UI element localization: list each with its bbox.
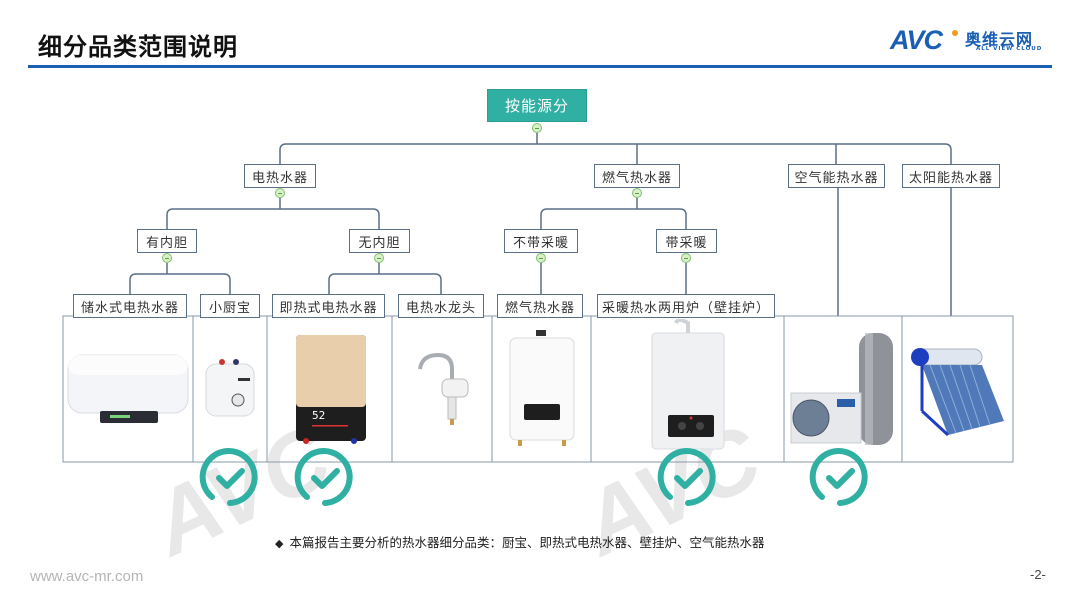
- product-image-solar: [902, 316, 1013, 462]
- logo-dot-icon: [952, 30, 958, 36]
- collapse-toggle-icon[interactable]: [681, 253, 691, 263]
- node-electric-water-heater[interactable]: 电热水器: [244, 164, 316, 188]
- check-icon-wall-boiler: [657, 448, 716, 506]
- connector-electric-bar: [166, 208, 380, 229]
- node-instant-electric[interactable]: 即热式电热水器: [272, 294, 385, 318]
- check-icon-instant-heater: [294, 448, 353, 506]
- analysis-scope-note: ◆ 本篇报告主要分析的热水器细分品类：厨宝、即热式电热水器、壁挂炉、空气能热水器: [275, 532, 764, 551]
- connector-gas-bar: [540, 208, 687, 229]
- collapse-toggle-icon[interactable]: [536, 253, 546, 263]
- node-wall-hung-boiler[interactable]: 采暖热水两用炉（壁挂炉）: [597, 294, 775, 318]
- node-with-heating[interactable]: 带采暖: [656, 229, 717, 253]
- logo-english: ALL VIEW CLOUD: [976, 46, 1043, 52]
- collapse-toggle-icon[interactable]: [532, 123, 542, 133]
- logo-letters: AVC: [890, 25, 943, 55]
- svg-text:52: 52: [312, 409, 325, 422]
- check-icon-air-source: [809, 448, 868, 506]
- product-image-instant-heater: 52: [267, 316, 392, 462]
- node-kitchen-heater[interactable]: 小厨宝: [200, 294, 260, 318]
- node-gas-water-heater[interactable]: 燃气热水器: [594, 164, 680, 188]
- title-divider: [28, 65, 1052, 68]
- product-image-gas-heater: [492, 316, 591, 462]
- tree-root-energy-source[interactable]: 按能源分: [487, 89, 587, 122]
- node-without-heating[interactable]: 不带采暖: [504, 229, 578, 253]
- node-storage-electric[interactable]: 储水式电热水器: [73, 294, 187, 318]
- connector-tank-bar: [129, 273, 231, 294]
- footer-website-link[interactable]: www.avc-mr.com: [30, 568, 144, 585]
- page-number: -2-: [1030, 567, 1046, 582]
- node-air-source-water-heater[interactable]: 空气能热水器: [788, 164, 885, 188]
- node-with-tank[interactable]: 有内胆: [137, 229, 197, 253]
- check-icon-kitchen-heater: [199, 448, 258, 506]
- page-title: 细分品类范围说明: [38, 33, 238, 61]
- collapse-toggle-icon[interactable]: [374, 253, 384, 263]
- collapse-toggle-icon[interactable]: [275, 188, 285, 198]
- connector-level1-bar: [279, 143, 952, 164]
- product-image-wall-boiler: [591, 316, 784, 462]
- avc-logo: AVC 奥维云网 ALL VIEW CLOUD: [890, 26, 1055, 56]
- node-electric-faucet[interactable]: 电热水龙头: [398, 294, 484, 318]
- product-image-faucet: [392, 316, 492, 462]
- node-tankless[interactable]: 无内胆: [349, 229, 410, 253]
- node-gas-heater[interactable]: 燃气热水器: [497, 294, 583, 318]
- product-image-kitchen-heater: [193, 316, 267, 462]
- connector-tankless-bar: [328, 273, 442, 294]
- bullet-diamond-icon: ◆: [275, 537, 284, 550]
- collapse-toggle-icon[interactable]: [632, 188, 642, 198]
- collapse-toggle-icon[interactable]: [162, 253, 172, 263]
- product-image-storage-heater: [63, 316, 193, 462]
- node-solar-water-heater[interactable]: 太阳能热水器: [902, 164, 1000, 188]
- logo-chinese: 奥维云网: [965, 30, 1034, 49]
- note-text: 本篇报告主要分析的热水器细分品类：厨宝、即热式电热水器、壁挂炉、空气能热水器: [289, 535, 765, 550]
- product-image-air-source: [784, 316, 902, 462]
